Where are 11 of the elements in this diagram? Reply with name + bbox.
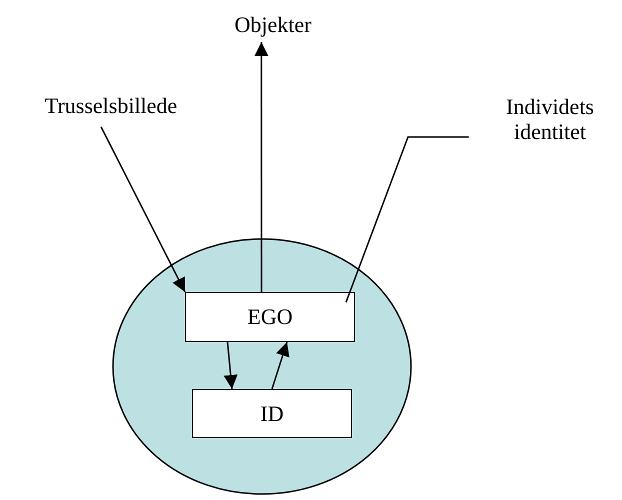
label-text: ID <box>260 400 284 426</box>
circle-shape <box>112 238 412 495</box>
arrow <box>224 342 238 390</box>
arrow <box>254 42 268 292</box>
label-text: EGO <box>247 304 293 330</box>
arrow <box>271 342 290 390</box>
label-text: Trusselsbillede <box>44 93 178 119</box>
leader-line <box>345 136 469 303</box>
label-text: Individets identitet <box>505 94 595 144</box>
arrow <box>100 126 186 292</box>
label-text: Objekter <box>234 12 312 38</box>
